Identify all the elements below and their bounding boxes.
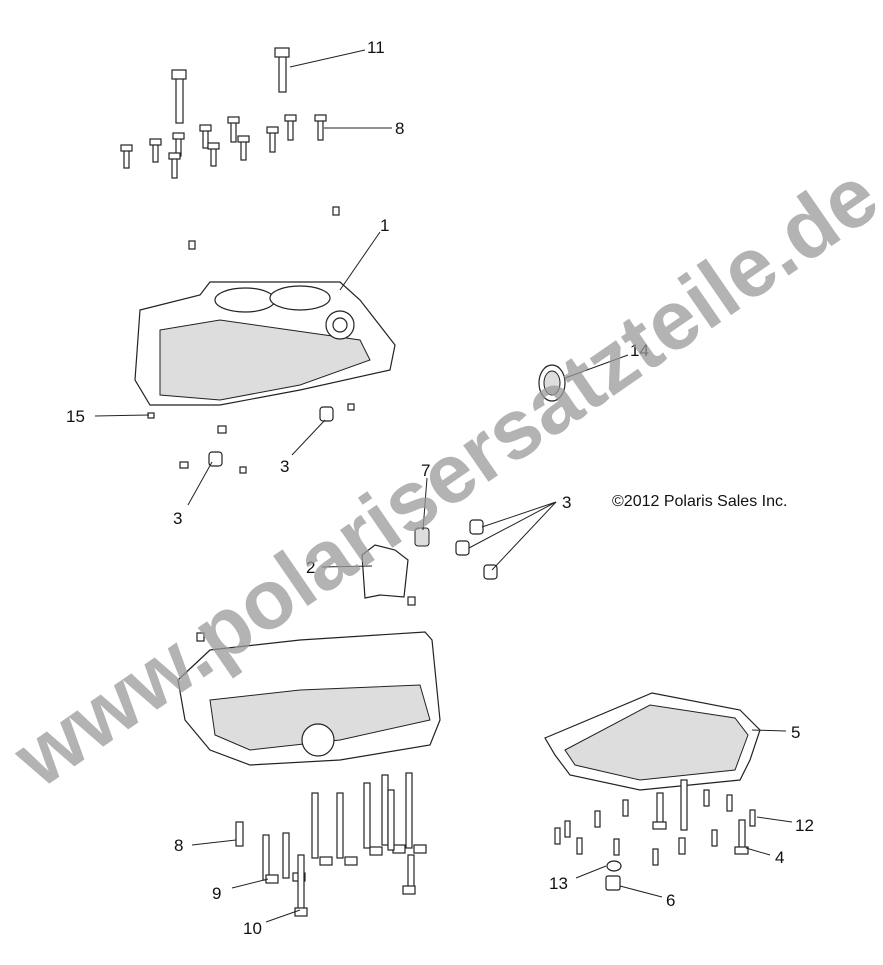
callout-labels: 11 8 1 14 15 3 3 7 3 ©2012 Polaris Sales… <box>66 38 814 938</box>
callout-3-a: 3 <box>280 457 289 476</box>
callout-15: 15 <box>66 407 85 426</box>
callout-10: 10 <box>243 919 262 938</box>
callout-9: 9 <box>212 884 221 903</box>
lower-crankcase <box>177 631 441 766</box>
callout-8-bottom: 8 <box>174 836 183 855</box>
leader-lines <box>94 49 793 923</box>
callout-14: 14 <box>630 341 649 360</box>
callout-3-c: 3 <box>562 493 571 512</box>
upper-crankcase <box>134 281 396 406</box>
callout-8-top: 8 <box>395 119 404 138</box>
oil-pan-bolts <box>554 779 756 891</box>
callout-5: 5 <box>791 723 800 742</box>
bolts-upper <box>120 47 340 250</box>
callout-1: 1 <box>380 216 389 235</box>
callout-12: 12 <box>795 816 814 835</box>
oil-pan <box>544 692 761 791</box>
callout-2: 2 <box>306 558 315 577</box>
callout-13: 13 <box>549 874 568 893</box>
callout-4: 4 <box>775 848 784 867</box>
bolts-lower <box>235 772 427 917</box>
callout-3-b: 3 <box>173 509 182 528</box>
small-parts <box>147 364 566 642</box>
callout-11: 11 <box>367 38 385 57</box>
copyright-notice: ©2012 Polaris Sales Inc. <box>612 493 787 510</box>
watermark: www.polarisersatzteile.de <box>0 147 883 805</box>
callout-6: 6 <box>666 891 675 910</box>
callout-7: 7 <box>421 461 430 480</box>
